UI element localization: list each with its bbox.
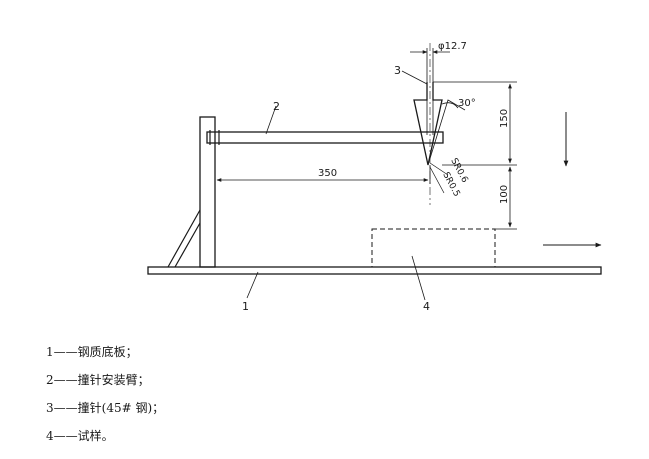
dim-350-ext: [214, 143, 431, 184]
legend-num: 2: [46, 373, 54, 387]
arm-length-label: 350: [318, 168, 337, 179]
part-leaders: [246, 70, 428, 301]
legend-item-4: 4——试样。: [46, 429, 114, 443]
mounting-arm: [206, 131, 444, 144]
legend-item-3: 3——撞针(45# 钢)；: [46, 401, 164, 415]
dim-ext-lines: [433, 81, 517, 230]
part-label-1: 1: [242, 300, 249, 313]
legend-text: 钢质底板；: [77, 345, 138, 359]
part-label-3: 3: [394, 64, 401, 77]
sr-leader: [429, 162, 449, 194]
legend-num: 4: [46, 429, 54, 443]
legend-item-2: 2——撞针安装臂；: [46, 373, 150, 387]
pin-shank-lines: [426, 100, 434, 135]
legend-dash: ——: [53, 373, 78, 387]
part-label-2: 2: [273, 100, 280, 113]
drop-height-label: 150: [499, 109, 510, 128]
angle-arc: [441, 102, 459, 109]
legend-text: 试样。: [77, 429, 114, 443]
specimen: [371, 228, 496, 268]
legend-num: 1: [46, 345, 54, 359]
angle-ray: [427, 99, 466, 166]
base-plate: [147, 266, 602, 275]
legend-num: 3: [46, 401, 54, 415]
arm-hole: [209, 130, 220, 145]
brace: [167, 209, 201, 268]
legend-text: 撞针安装臂；: [77, 373, 150, 387]
impact-apparatus-drawing: 3 2 1 4 φ12.7 30° 350 150 100 SR0.6 SR0.…: [147, 41, 602, 313]
striker-pin: [413, 82, 443, 166]
legend-item-1: 1——钢质底板；: [46, 345, 138, 359]
legend-dash: ——: [53, 345, 78, 359]
legend-text: 撞针(45# 钢)；: [77, 401, 165, 415]
part-label-4: 4: [423, 300, 430, 313]
clearance-label: 100: [499, 185, 510, 204]
diameter-label: φ12.7: [438, 41, 467, 52]
angle-label: 30°: [458, 98, 476, 109]
column: [199, 116, 216, 268]
legend-dash: ——: [53, 429, 78, 443]
legend-dash: ——: [53, 401, 78, 415]
